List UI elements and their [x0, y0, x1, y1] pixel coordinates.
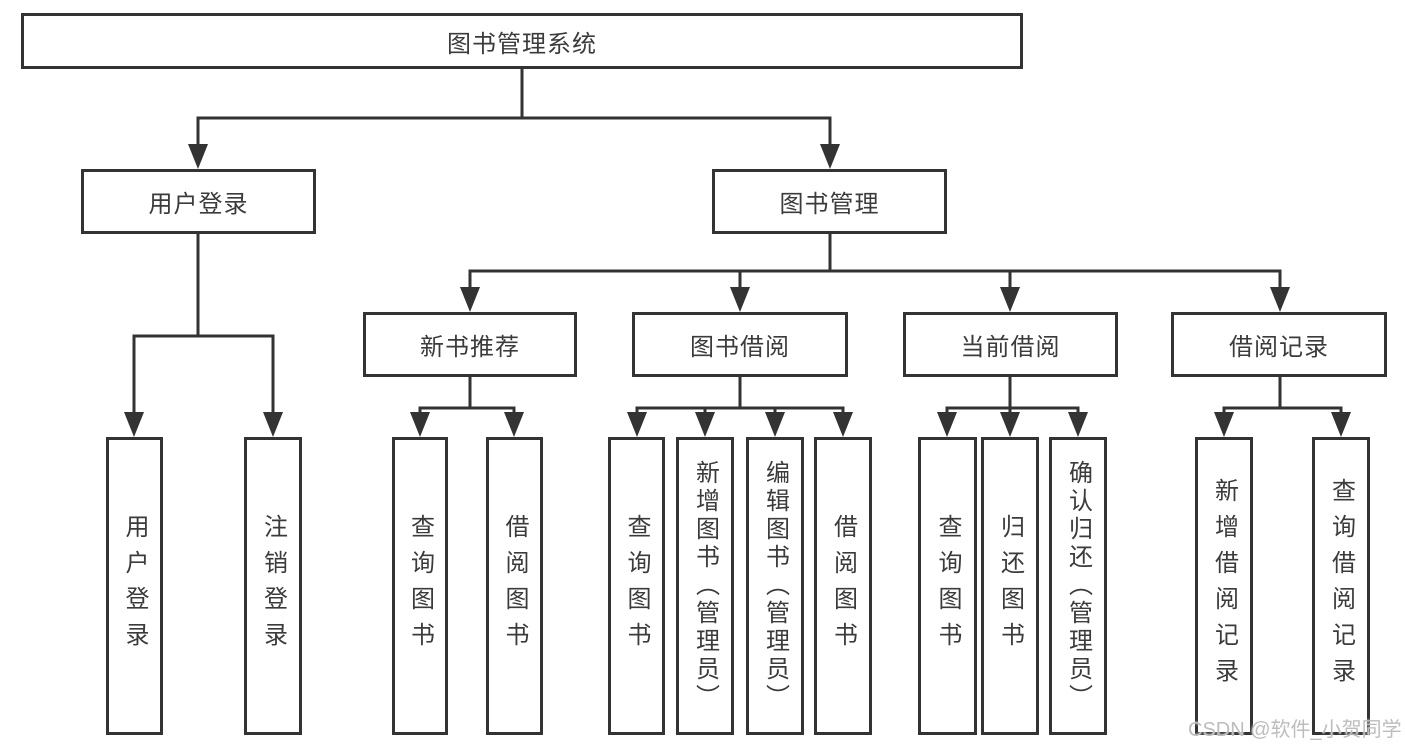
arrowhead-down-icon [937, 412, 957, 437]
node-leaf-records-query-record-label: 查询借阅记录 [1327, 478, 1355, 694]
arrowhead-down-icon [1000, 412, 1020, 437]
node-leaf-borrowing-query-books: 查询图书 [608, 437, 665, 735]
arrowhead-down-icon [504, 412, 524, 437]
node-leaf-borrowing-add-books-admin-label: 新增图书（管理员） [691, 460, 719, 712]
node-user-login-label: 用户登录 [148, 191, 249, 218]
arrowhead-down-icon [765, 412, 785, 437]
node-leaf-user-login-label: 用户登录 [121, 514, 148, 658]
node-new-book-recommend: 新书推荐 [363, 312, 577, 377]
arrowhead-down-icon [1000, 287, 1020, 312]
node-leaf-current-confirm-return-admin-label: 确认归还（管理员） [1064, 460, 1092, 712]
arrowhead-down-icon [695, 412, 715, 437]
node-leaf-records-add-record-label: 新增借阅记录 [1210, 478, 1238, 694]
node-borrow-records-label: 借阅记录 [1229, 334, 1329, 361]
node-leaf-borrowing-edit-books-admin-label: 编辑图书（管理员） [761, 460, 789, 712]
node-system-root-label: 图书管理系统 [447, 30, 597, 58]
node-leaf-borrowing-edit-books-admin: 编辑图书（管理员） [746, 437, 804, 735]
node-new-book-recommend-label: 新书推荐 [420, 334, 520, 361]
node-book-borrowing-label: 图书借阅 [690, 334, 790, 361]
node-current-borrowing: 当前借阅 [903, 312, 1118, 377]
node-leaf-user-login: 用户登录 [106, 437, 163, 735]
arrowhead-down-icon [124, 412, 144, 437]
arrowhead-down-icon [730, 287, 750, 312]
node-book-borrowing: 图书借阅 [632, 312, 848, 377]
node-leaf-borrowing-query-books-label: 查询图书 [623, 514, 650, 658]
arrowhead-down-icon [460, 287, 480, 312]
node-leaf-borrowing-borrow-books-label: 借阅图书 [829, 514, 857, 658]
node-leaf-current-query-books-label: 查询图书 [934, 514, 961, 658]
node-book-management: 图书管理 [712, 169, 947, 234]
arrowhead-down-icon [1270, 287, 1290, 312]
node-leaf-newbook-borrow-books-label: 借阅图书 [501, 514, 528, 658]
arrowhead-down-icon [1214, 412, 1234, 437]
arrowhead-down-icon [627, 412, 647, 437]
csdn-watermark: CSDN @软件_小贺同学 [1188, 719, 1402, 741]
node-book-management-label: 图书管理 [779, 191, 880, 218]
arrowhead-down-icon [188, 144, 208, 169]
arrowhead-down-icon [820, 144, 840, 169]
node-leaf-newbook-query-books: 查询图书 [392, 437, 448, 735]
node-leaf-current-query-books: 查询图书 [918, 437, 977, 735]
node-leaf-newbook-borrow-books: 借阅图书 [486, 437, 543, 735]
node-leaf-current-return-books-label: 归还图书 [996, 514, 1024, 658]
arrowhead-down-icon [1068, 412, 1088, 437]
arrowhead-down-icon [410, 412, 430, 437]
node-leaf-records-query-record: 查询借阅记录 [1312, 437, 1370, 735]
node-leaf-current-return-books: 归还图书 [981, 437, 1039, 735]
node-user-login: 用户登录 [81, 169, 316, 234]
arrowhead-down-icon [263, 412, 283, 437]
node-system-root: 图书管理系统 [21, 13, 1023, 69]
node-current-borrowing-label: 当前借阅 [960, 334, 1061, 361]
node-leaf-borrowing-borrow-books: 借阅图书 [814, 437, 872, 735]
node-leaf-newbook-query-books-label: 查询图书 [406, 514, 434, 658]
node-leaf-records-add-record: 新增借阅记录 [1195, 437, 1253, 735]
node-leaf-current-confirm-return-admin: 确认归还（管理员） [1049, 437, 1107, 735]
arrowhead-down-icon [1331, 412, 1351, 437]
node-leaf-borrowing-add-books-admin: 新增图书（管理员） [676, 437, 734, 735]
arrowhead-down-icon [833, 412, 853, 437]
node-leaf-logout: 注销登录 [244, 437, 302, 735]
node-borrow-records: 借阅记录 [1171, 312, 1387, 377]
node-leaf-logout-label: 注销登录 [259, 514, 287, 658]
